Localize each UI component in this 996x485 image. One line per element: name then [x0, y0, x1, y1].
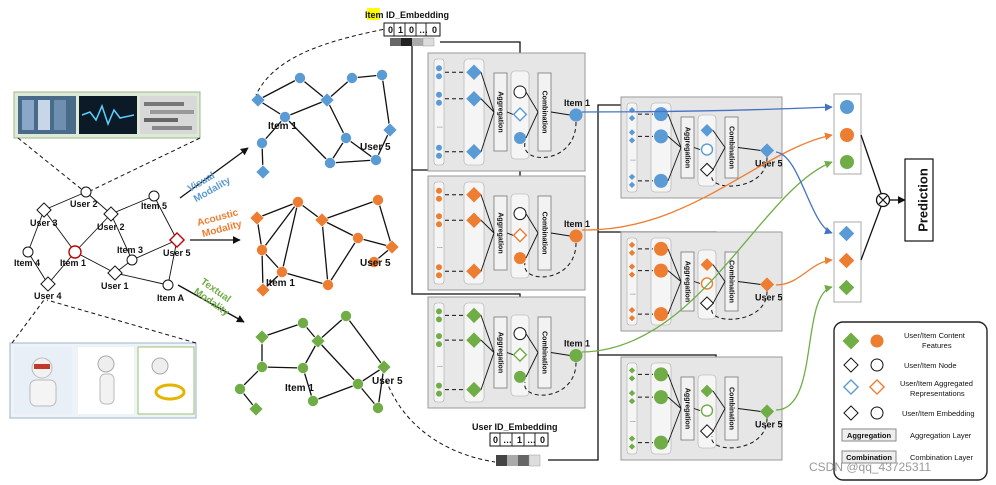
visual-modality-label: VisualModality: [186, 165, 233, 205]
svg-text:User 5: User 5: [755, 293, 783, 303]
watermark: CSDN @qq_43725311: [809, 460, 931, 474]
svg-text:Aggregation: Aggregation: [684, 388, 691, 429]
svg-text:...: ...: [437, 243, 443, 250]
svg-text:1: 1: [398, 25, 403, 35]
svg-text:1: 1: [517, 435, 522, 445]
svg-text:Aggregation: Aggregation: [497, 91, 504, 132]
svg-text:0: 0: [493, 435, 498, 445]
svg-text:Aggregation: Aggregation: [684, 261, 691, 302]
output-curves: [581, 103, 833, 411]
label-user3: User 3: [30, 218, 58, 228]
left-graph-labels: User 3 User 2 Item 5 User 2 Item 3 User …: [14, 199, 191, 303]
svg-text:...: ...: [630, 289, 636, 296]
user-images: [9, 342, 197, 419]
svg-text:Combination: Combination: [728, 260, 735, 303]
label-item5: Item 5: [141, 201, 167, 211]
left-graph-nodes: [22, 186, 186, 292]
legend-agg-box: Aggregation: [847, 431, 892, 440]
svg-text:...: ...: [437, 122, 443, 129]
textual-modality-graph: Item 1 User 5: [234, 310, 403, 417]
visual-item-block: ... Aggregation Combination Item 1: [427, 52, 590, 172]
svg-text:Item 1: Item 1: [285, 383, 314, 394]
label-user5: User 5: [163, 248, 191, 258]
svg-text:…: …: [503, 435, 512, 445]
svg-text:User 5: User 5: [360, 258, 391, 269]
prediction-label: Prediction: [915, 168, 930, 232]
legend-aggregated-line1: User/Item Aggregated: [900, 379, 973, 388]
label-item4: Item 4: [14, 258, 40, 268]
label-user1: User 1: [101, 281, 129, 291]
user-id-embedding: User ID_Embedding 0 … 1 … 0: [472, 422, 558, 467]
legend-content-line1: User/Item Content: [904, 331, 966, 340]
svg-text:...: ...: [630, 417, 636, 424]
svg-text:…: …: [527, 435, 536, 445]
visual-images: [13, 91, 201, 139]
svg-text:Aggregation: Aggregation: [684, 127, 691, 168]
svg-text:Combination: Combination: [728, 126, 735, 169]
svg-text:Combination: Combination: [541, 212, 548, 255]
legend: User/Item Content Features User/Item Nod…: [833, 321, 988, 481]
svg-text:0: 0: [432, 25, 437, 35]
svg-text:Aggregation: Aggregation: [497, 332, 504, 373]
prediction-box: [904, 158, 934, 242]
label-itemA: Item A: [157, 293, 185, 303]
acoustic-modality-label: AcousticModality: [196, 207, 243, 240]
svg-text:Combination: Combination: [728, 387, 735, 430]
svg-text:Item 1: Item 1: [266, 278, 295, 289]
item-id-embedding: Item ID_Embedding 0 1 0 … 0: [365, 8, 449, 47]
svg-text:Combination: Combination: [541, 331, 548, 374]
acoustic-item-block: ... Aggregation Combination Item 1: [427, 175, 590, 291]
label-user4: User 4: [34, 291, 62, 301]
svg-text:Aggregation: Aggregation: [497, 212, 504, 253]
textual-item-block: ... Aggregation Combination Item 1: [427, 296, 590, 409]
item-representation-column: [833, 93, 862, 175]
legend-aggregated-line2: Representations: [910, 389, 965, 398]
label-user2: User 2: [97, 222, 125, 232]
svg-text:0: 0: [388, 25, 393, 35]
legend-comb-box: Combination: [846, 453, 892, 462]
left-graph-edges: [27, 191, 178, 286]
label-item3: Item 3: [117, 245, 143, 255]
legend-embedding: User/Item Embedding: [902, 409, 975, 418]
svg-text:User 5: User 5: [372, 376, 403, 387]
svg-text:0: 0: [540, 435, 545, 445]
legend-agg-label: Aggregation Layer: [910, 431, 972, 440]
svg-text:User 5: User 5: [755, 420, 783, 430]
legend-node: User/Item Node: [904, 361, 957, 370]
combine-operator: [860, 134, 906, 261]
label-item1: Item 1: [60, 258, 86, 268]
textual-modality-label: TextualModality: [191, 276, 238, 318]
label-user2-top: User 2: [70, 199, 98, 209]
svg-text:User 5: User 5: [360, 142, 391, 153]
user-embedding-title: User ID_Embedding: [472, 422, 558, 432]
item-embedding-title: Item ID_Embedding: [365, 10, 449, 20]
svg-text:Item 1: Item 1: [564, 219, 590, 229]
legend-comb-label: Combination Layer: [910, 453, 973, 462]
svg-text:…: …: [419, 25, 428, 35]
svg-text:Item 1: Item 1: [268, 121, 297, 132]
svg-text:...: ...: [630, 156, 636, 163]
svg-text:...: ...: [437, 362, 443, 369]
svg-text:Item 1: Item 1: [564, 98, 590, 108]
acoustic-modality-graph: Item 1 User 5: [249, 194, 400, 298]
legend-content-line2: Features: [922, 341, 952, 350]
svg-text:User 5: User 5: [755, 159, 783, 169]
svg-text:Combination: Combination: [541, 91, 548, 134]
svg-text:Item 1: Item 1: [564, 339, 590, 349]
visual-modality-graph: Item 1 User 5: [250, 69, 398, 180]
user-representation-column: [833, 221, 862, 303]
svg-text:0: 0: [409, 25, 414, 35]
